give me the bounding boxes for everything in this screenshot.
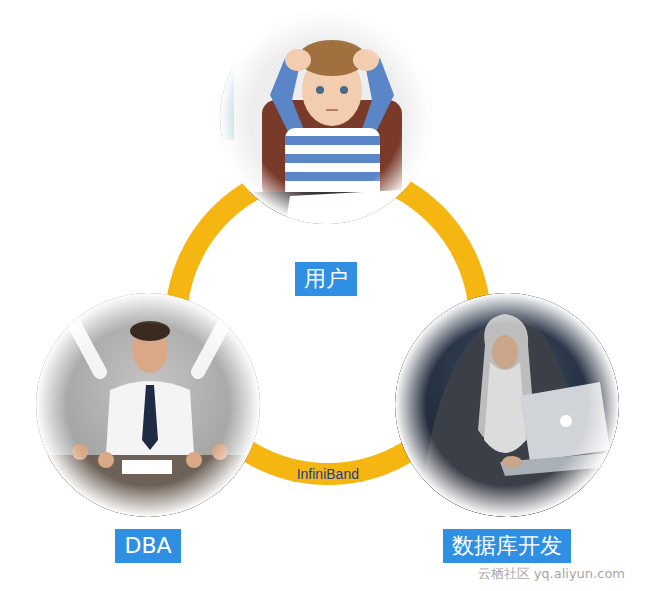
- developer-photo: [390, 290, 630, 530]
- man-hand: [54, 278, 70, 294]
- photo-outline: [395, 293, 619, 517]
- ring-arc: [177, 188, 256, 304]
- photo-outline: [220, 12, 432, 224]
- photo-node: 数据库开发: [395, 293, 619, 517]
- watermark: 云栖社区 yq.aliyun.com: [478, 566, 625, 582]
- ring-arc: [397, 186, 479, 303]
- role-label: 用户: [295, 262, 357, 296]
- photo-feather: [36, 293, 260, 517]
- photo-node: DBA: [36, 293, 260, 517]
- dba-photo: [30, 278, 270, 535]
- photo-node: 用户: [220, 12, 432, 224]
- photo-feather: [395, 293, 619, 517]
- photo-circle: [220, 12, 432, 224]
- photo-background: [200, 0, 460, 240]
- role-label: 数据库开发: [443, 529, 571, 563]
- photo-background: [390, 290, 630, 530]
- photo-outline: [36, 293, 260, 517]
- user-photo: [200, 0, 460, 240]
- man-hand: [226, 278, 242, 294]
- photo-circle: [395, 293, 619, 517]
- photo-circle: [36, 293, 260, 517]
- photo-background: [30, 290, 270, 530]
- photo-feather: [220, 12, 432, 224]
- role-label: DBA: [115, 529, 180, 563]
- link-label: InfiniBand: [293, 466, 363, 482]
